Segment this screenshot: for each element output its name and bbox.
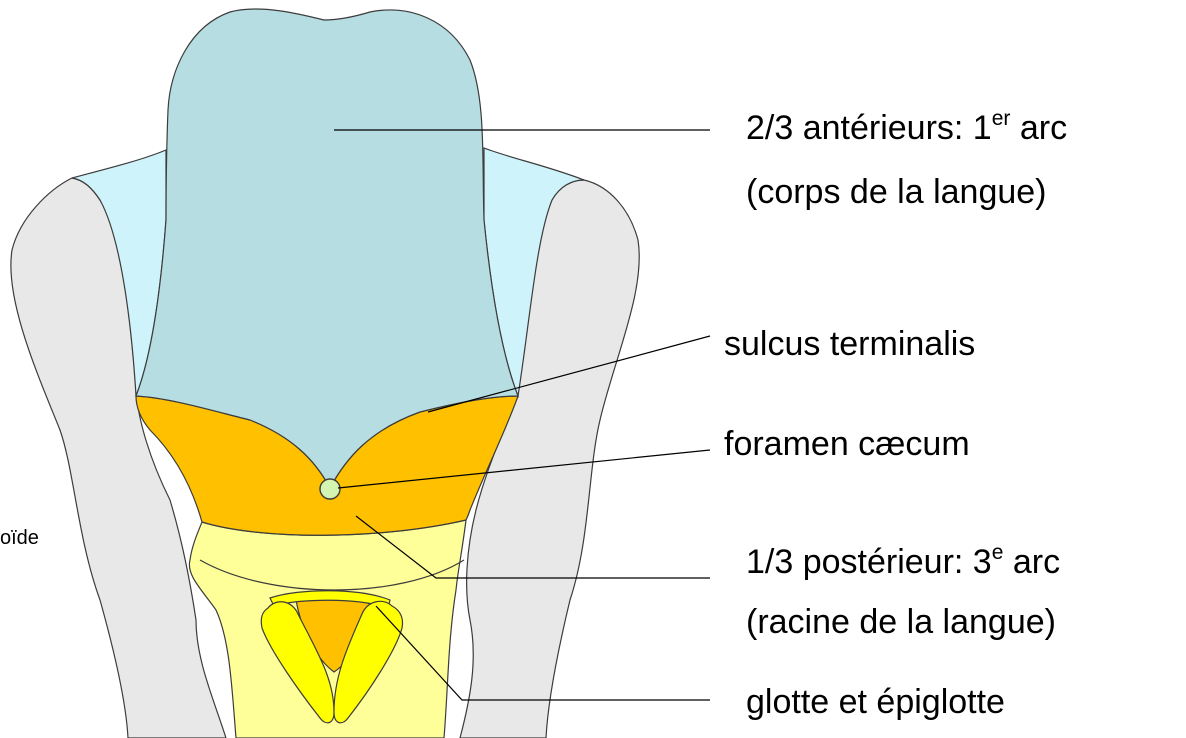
label-sulcus-terminalis: sulcus terminalis <box>724 322 975 366</box>
foramen-caecum-dot <box>320 479 340 499</box>
label-anterior-line1: 2/3 antérieurs: 1er arc <box>746 106 1067 150</box>
label-posterior-sup: e <box>992 541 1004 564</box>
label-posterior-line2: (racine de la langue) <box>746 600 1056 644</box>
label-anterior-sup: er <box>992 107 1011 130</box>
label-posterior-line1-after: arc <box>1003 543 1060 581</box>
label-foramen-caecum: foramen cæcum <box>724 422 970 466</box>
label-anterior-line1-after: arc <box>1010 109 1067 147</box>
label-cut-left: oïde <box>0 526 39 550</box>
label-posterior-line1: 1/3 postérieur: 3e arc <box>746 540 1060 584</box>
label-glotte-epiglotte: glotte et épiglotte <box>746 680 1005 724</box>
label-posterior-line1-before: 1/3 postérieur: 3 <box>746 543 992 581</box>
label-anterior-line1-before: 2/3 antérieurs: 1 <box>746 109 992 147</box>
label-anterior-line2: (corps de la langue) <box>746 170 1047 214</box>
